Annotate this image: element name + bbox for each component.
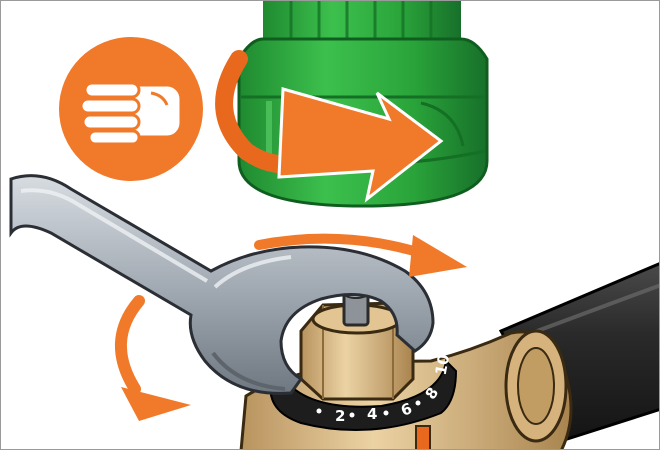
hand-tighten-icon [59, 37, 203, 181]
scale-number-10: 10 [432, 353, 453, 377]
scale-number-2: 2 [335, 407, 345, 425]
rotation-arrow-wrench-left [121, 301, 191, 421]
thermostat-head [239, 1, 487, 206]
scale-number-4: 4 [367, 405, 377, 423]
